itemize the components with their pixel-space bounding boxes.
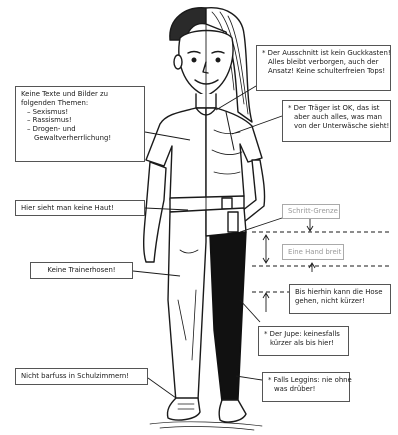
note-skin-text: Hier sieht man keine Haut! xyxy=(21,204,139,213)
note-themes-item: – Drogen- und xyxy=(21,125,139,134)
note-trainer: Keine Trainerhosen! xyxy=(30,262,133,279)
note-skirt-line: * Der Jupe: keinesfalls xyxy=(264,330,343,339)
pointer-barefoot xyxy=(148,378,176,398)
belt-buckle xyxy=(222,198,232,209)
note-trainer-text: Keine Trainerhosen! xyxy=(36,266,127,275)
note-barefoot-text: Nicht barfuss in Schulzimmern! xyxy=(21,372,142,381)
note-crotch-text: Schritt-Grenze xyxy=(288,207,334,216)
note-skirt: * Der Jupe: keinesfalls kürzer als bis h… xyxy=(258,326,349,356)
note-neckline-line: Ansatz! Keine schulterfreien Tops! xyxy=(262,67,385,76)
note-themes-item: – Rassismus! xyxy=(21,116,139,125)
note-themes-item: Gewaltverherrlichung! xyxy=(21,134,139,143)
note-neckline-line: Alles bleibt verborgen, auch der xyxy=(262,58,385,67)
note-strap-line: aber auch alles, was man xyxy=(288,113,385,122)
eye-right xyxy=(216,58,220,62)
arm-left xyxy=(144,162,166,262)
note-leggings: * Falls Leggins: nie ohne was drüber! xyxy=(262,372,350,402)
note-neckline: * Der Ausschnitt ist kein Guckkasten! Al… xyxy=(256,45,391,91)
note-skirt-line: kürzer als bis hier! xyxy=(264,339,343,348)
note-crotch: Schritt-Grenze xyxy=(282,204,340,219)
shoe-right xyxy=(219,400,246,422)
note-themes: Keine Texte und Bilder zu folgenden Them… xyxy=(15,86,145,162)
note-neckline-line: * Der Ausschnitt ist kein Guckkasten! xyxy=(262,49,385,58)
note-trousers-line: Bis hierhin kann die Hose xyxy=(295,288,385,297)
eye-left xyxy=(192,58,196,62)
note-themes-intro: Keine Texte und Bilder zu folgenden Them… xyxy=(21,90,139,108)
note-hand-text: Eine Hand breit xyxy=(288,248,338,257)
note-trousers-line: gehen, nicht kürzer! xyxy=(295,297,385,306)
top-right xyxy=(206,108,262,202)
pointer-leggings xyxy=(236,376,262,380)
note-skin: Hier sieht man keine Haut! xyxy=(15,200,145,216)
note-leggings-line: * Falls Leggins: nie ohne xyxy=(268,376,344,385)
trousers-left-leg xyxy=(168,210,206,402)
note-themes-item: – Sexismus! xyxy=(21,108,139,117)
ground-shadow xyxy=(150,422,262,430)
phone-in-pocket xyxy=(228,212,238,232)
ear-left xyxy=(174,55,182,69)
note-hand: Eine Hand breit xyxy=(282,244,344,260)
note-strap-line: von der Unterwäsche sieht! xyxy=(288,122,385,131)
note-trousers: Bis hierhin kann die Hose gehen, nicht k… xyxy=(289,284,391,314)
note-strap: * Der Träger ist OK, das ist aber auch a… xyxy=(282,100,391,142)
note-leggings-line: was drüber! xyxy=(268,385,344,394)
note-barefoot: Nicht barfuss in Schulzimmern! xyxy=(15,368,148,385)
note-strap-line: * Der Träger ist OK, das ist xyxy=(288,104,385,113)
pointer-skirt xyxy=(240,300,260,322)
